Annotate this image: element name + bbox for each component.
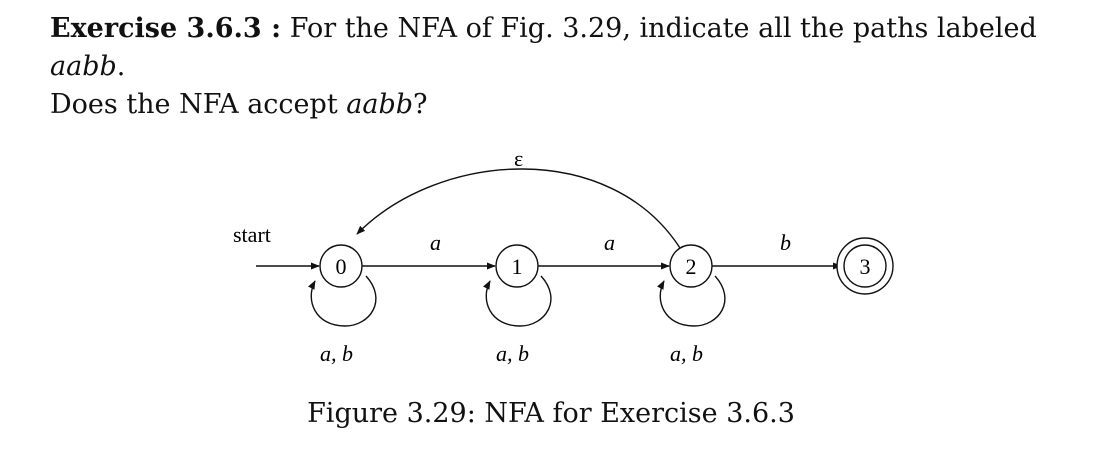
- self-loop-2-label: a, b: [670, 341, 703, 366]
- transition-0-1-label: a: [430, 230, 441, 255]
- exercise-word-2: aabb: [346, 89, 414, 120]
- self-loop-2: [657, 275, 726, 327]
- epsilon-label: ε: [514, 146, 523, 171]
- exercise-text: Exercise 3.6.3 : For the NFA of Fig. 3.2…: [50, 10, 1090, 124]
- self-loop-0-label: a, b: [320, 341, 353, 366]
- state-1: 1: [495, 244, 539, 288]
- self-loop-0: [308, 275, 377, 327]
- exercise-text-part1: For the NFA of Fig. 3.29, indicate all t…: [289, 13, 1037, 44]
- exercise-text-part4: ?: [413, 89, 428, 120]
- transition-1-2-label: a: [604, 230, 615, 255]
- state-0-label: 0: [336, 254, 347, 279]
- exercise-word-1: aabb: [50, 51, 117, 82]
- self-loop-1: [483, 275, 552, 327]
- state-0: 0: [319, 244, 363, 288]
- state-3-accepting: 3: [836, 237, 894, 295]
- exercise-title: Exercise 3.6.3 :: [50, 13, 282, 44]
- state-1-label: 1: [512, 254, 523, 279]
- transition-epsilon-2-0: [356, 168, 681, 249]
- exercise-text-part3: Does the NFA accept: [50, 89, 338, 120]
- state-2-label: 2: [686, 254, 697, 279]
- transition-2-3-label: b: [780, 230, 791, 255]
- state-2: 2: [669, 244, 713, 288]
- state-3-label: 3: [860, 254, 871, 279]
- start-label: start: [233, 222, 271, 247]
- exercise-text-part2: .: [116, 51, 126, 82]
- self-loop-1-label: a, b: [496, 341, 529, 366]
- figure-caption: Figure 3.29: NFA for Exercise 3.6.3: [307, 398, 795, 429]
